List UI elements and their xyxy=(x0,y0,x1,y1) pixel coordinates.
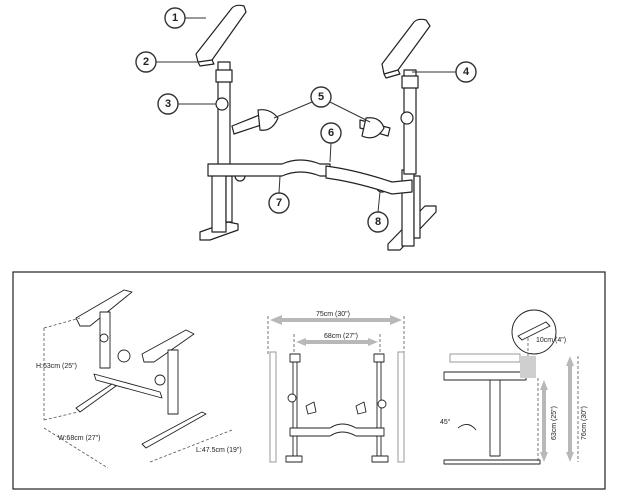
dim-inner-width: 68cm (27") xyxy=(324,333,358,340)
svg-text:7: 7 xyxy=(276,197,282,209)
svg-text:4: 4 xyxy=(463,66,470,78)
svg-text:1: 1 xyxy=(172,12,178,24)
iso-drawing: H:63cm (25") W:68cm (27") L:47.5cm (19") xyxy=(36,289,242,469)
dim-length: L:47.5cm (19") xyxy=(196,447,242,454)
side-drawing: 10cm (4") 45° 63cm (25") 76cm (30") xyxy=(440,309,588,465)
svg-text:5: 5 xyxy=(318,91,324,103)
callout-5: 5 xyxy=(310,86,332,108)
callout-3: 3 xyxy=(157,93,179,115)
callout-1: 1 xyxy=(164,7,186,29)
dim-tilt: 10cm (4") xyxy=(536,337,566,344)
svg-text:6: 6 xyxy=(328,127,334,139)
callout-8: 8 xyxy=(367,211,389,233)
front-drawing: 75cm (30") 68cm (27") xyxy=(267,311,405,463)
callout-6: 6 xyxy=(320,122,342,144)
callout-4: 4 xyxy=(455,61,477,83)
svg-text:3: 3 xyxy=(165,98,171,110)
callout-7: 7 xyxy=(268,192,290,214)
main-stand-drawing: 1 2 3 4 5 6 7 8 xyxy=(135,4,477,251)
svg-text:8: 8 xyxy=(375,216,381,228)
dim-side-low: 63cm (25") xyxy=(551,406,558,440)
dim-width: W:68cm (27") xyxy=(58,435,100,442)
dim-side-high: 76cm (30") xyxy=(581,406,588,440)
dim-height: H:63cm (25") xyxy=(36,363,77,370)
svg-text:2: 2 xyxy=(143,56,149,68)
dim-angle: 45° xyxy=(440,418,451,426)
dim-outer-width: 75cm (30") xyxy=(316,311,350,318)
callout-2: 2 xyxy=(135,51,157,73)
